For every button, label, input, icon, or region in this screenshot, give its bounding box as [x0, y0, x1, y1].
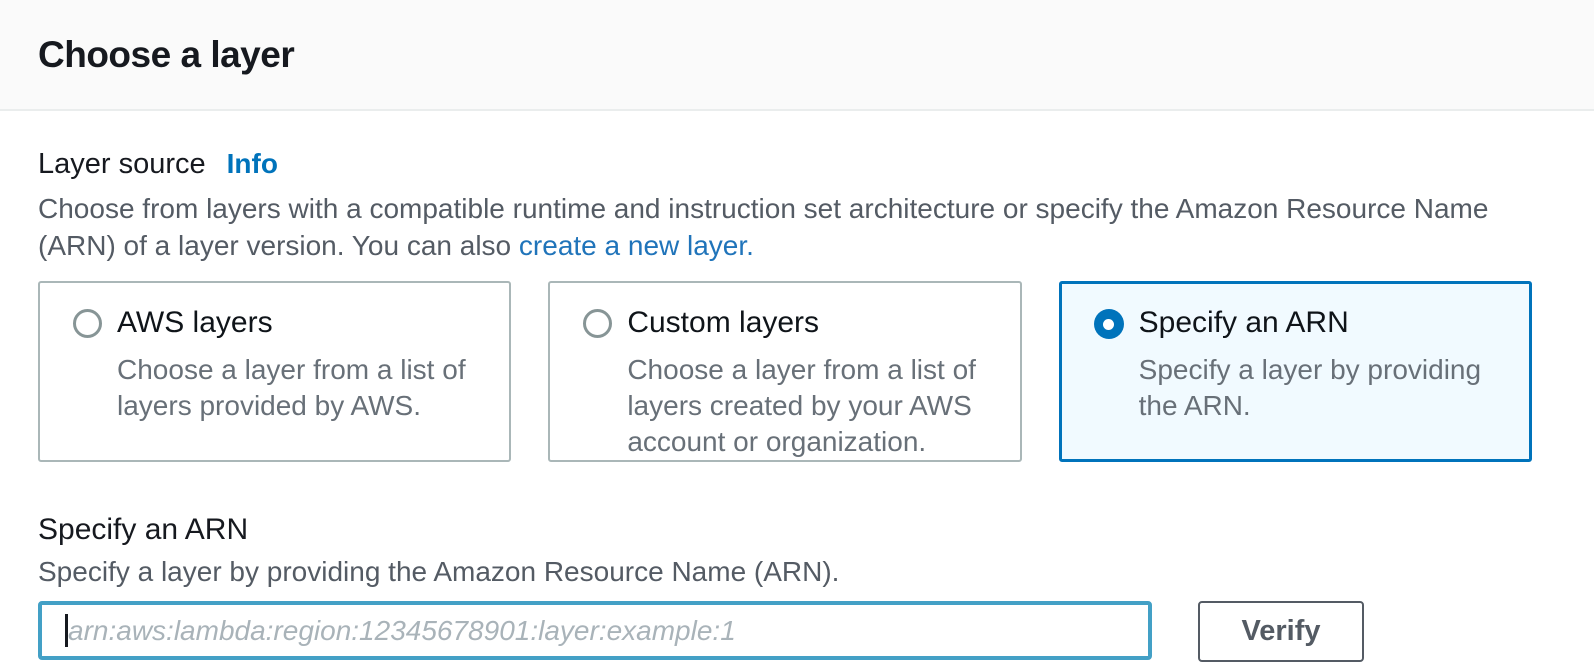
arn-section-description: Specify a layer by providing the Amazon …: [38, 556, 840, 587]
arn-input-row: Verify: [38, 601, 1532, 662]
tile-title-aws-layers: AWS layers: [117, 306, 273, 339]
tile-specify-an-arn[interactable]: Specify an ARN Specify a layer by provid…: [1058, 281, 1532, 462]
tile-text: AWS layers Choose a layer from a list of…: [117, 306, 483, 424]
panel-header: Choose a layer: [0, 0, 1594, 111]
tile-text: Specify an ARN Specify a layer by provid…: [1139, 306, 1504, 424]
tile-description-specify-an-arn: Specify a layer by providing the ARN.: [1138, 354, 1482, 421]
layer-source-label: Layer source: [38, 148, 206, 180]
tile-title-custom-layers: Custom layers: [627, 306, 820, 339]
info-link[interactable]: Info: [226, 148, 278, 179]
page-title: Choose a layer: [38, 33, 295, 75]
layer-source-description: Choose from layers with a compatible run…: [38, 190, 1508, 264]
arn-section-title: Specify an ARN: [38, 513, 249, 546]
tile-description-custom-layers: Choose a layer from a list of layers cre…: [627, 354, 976, 457]
tile-text: Custom layers Choose a layer from a list…: [627, 306, 993, 460]
layer-source-label-row: Layer source Info: [38, 148, 1532, 181]
arn-input-wrap: [38, 601, 1152, 660]
description-text: Choose from layers with a compatible run…: [38, 193, 1489, 261]
layer-source-options: AWS layers Choose a layer from a list of…: [38, 281, 1532, 462]
arn-input[interactable]: [38, 601, 1152, 660]
tile-aws-layers[interactable]: AWS layers Choose a layer from a list of…: [38, 281, 512, 462]
text-caret: [65, 614, 68, 647]
radio-specify-an-arn-icon[interactable]: [1093, 309, 1124, 339]
create-new-layer-link[interactable]: create a new layer.: [518, 230, 754, 261]
radio-custom-layers-icon[interactable]: [583, 309, 613, 338]
tile-custom-layers[interactable]: Custom layers Choose a layer from a list…: [548, 281, 1022, 462]
verify-button[interactable]: Verify: [1198, 601, 1364, 662]
tile-title-specify-an-arn: Specify an ARN: [1138, 306, 1349, 339]
panel-body: Layer source Info Choose from layers wit…: [0, 148, 1594, 662]
radio-aws-layers-icon[interactable]: [73, 309, 102, 338]
tile-description-aws-layers: Choose a layer from a list of layers pro…: [117, 354, 466, 421]
